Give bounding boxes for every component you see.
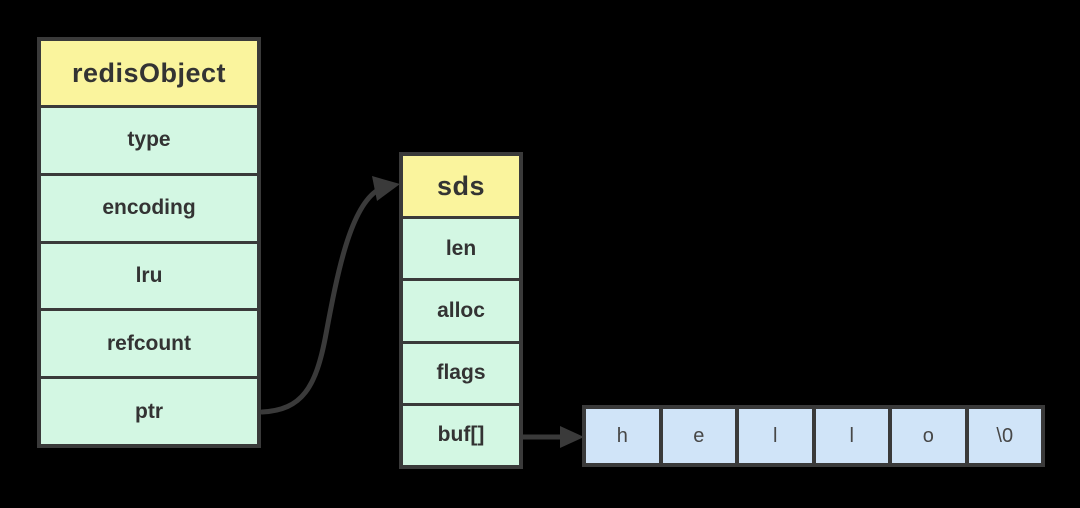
char-cell: \0 — [968, 409, 1041, 463]
char-cell: h — [586, 409, 659, 463]
redis-object-struct: redisObject type encoding lru refcount p… — [37, 37, 261, 448]
char-cell: l — [815, 409, 888, 463]
char-cell: e — [662, 409, 735, 463]
field-alloc: alloc — [403, 278, 519, 341]
char-array: h e l l o \0 — [582, 405, 1045, 467]
redis-object-title: redisObject — [41, 41, 257, 105]
sds-title: sds — [403, 156, 519, 216]
sds-struct: sds len alloc flags buf[] — [399, 152, 523, 469]
char-cell: l — [739, 409, 812, 463]
char-cell: o — [892, 409, 965, 463]
field-flags: flags — [403, 340, 519, 403]
field-buf: buf[] — [403, 402, 519, 465]
field-len: len — [403, 216, 519, 279]
ptr-to-sds-arrow — [259, 176, 400, 415]
field-lru: lru — [41, 240, 257, 309]
field-encoding: encoding — [41, 172, 257, 241]
buf-to-array-arrow — [520, 426, 584, 448]
field-refcount: refcount — [41, 308, 257, 377]
field-type: type — [41, 105, 257, 173]
field-ptr: ptr — [41, 376, 257, 444]
